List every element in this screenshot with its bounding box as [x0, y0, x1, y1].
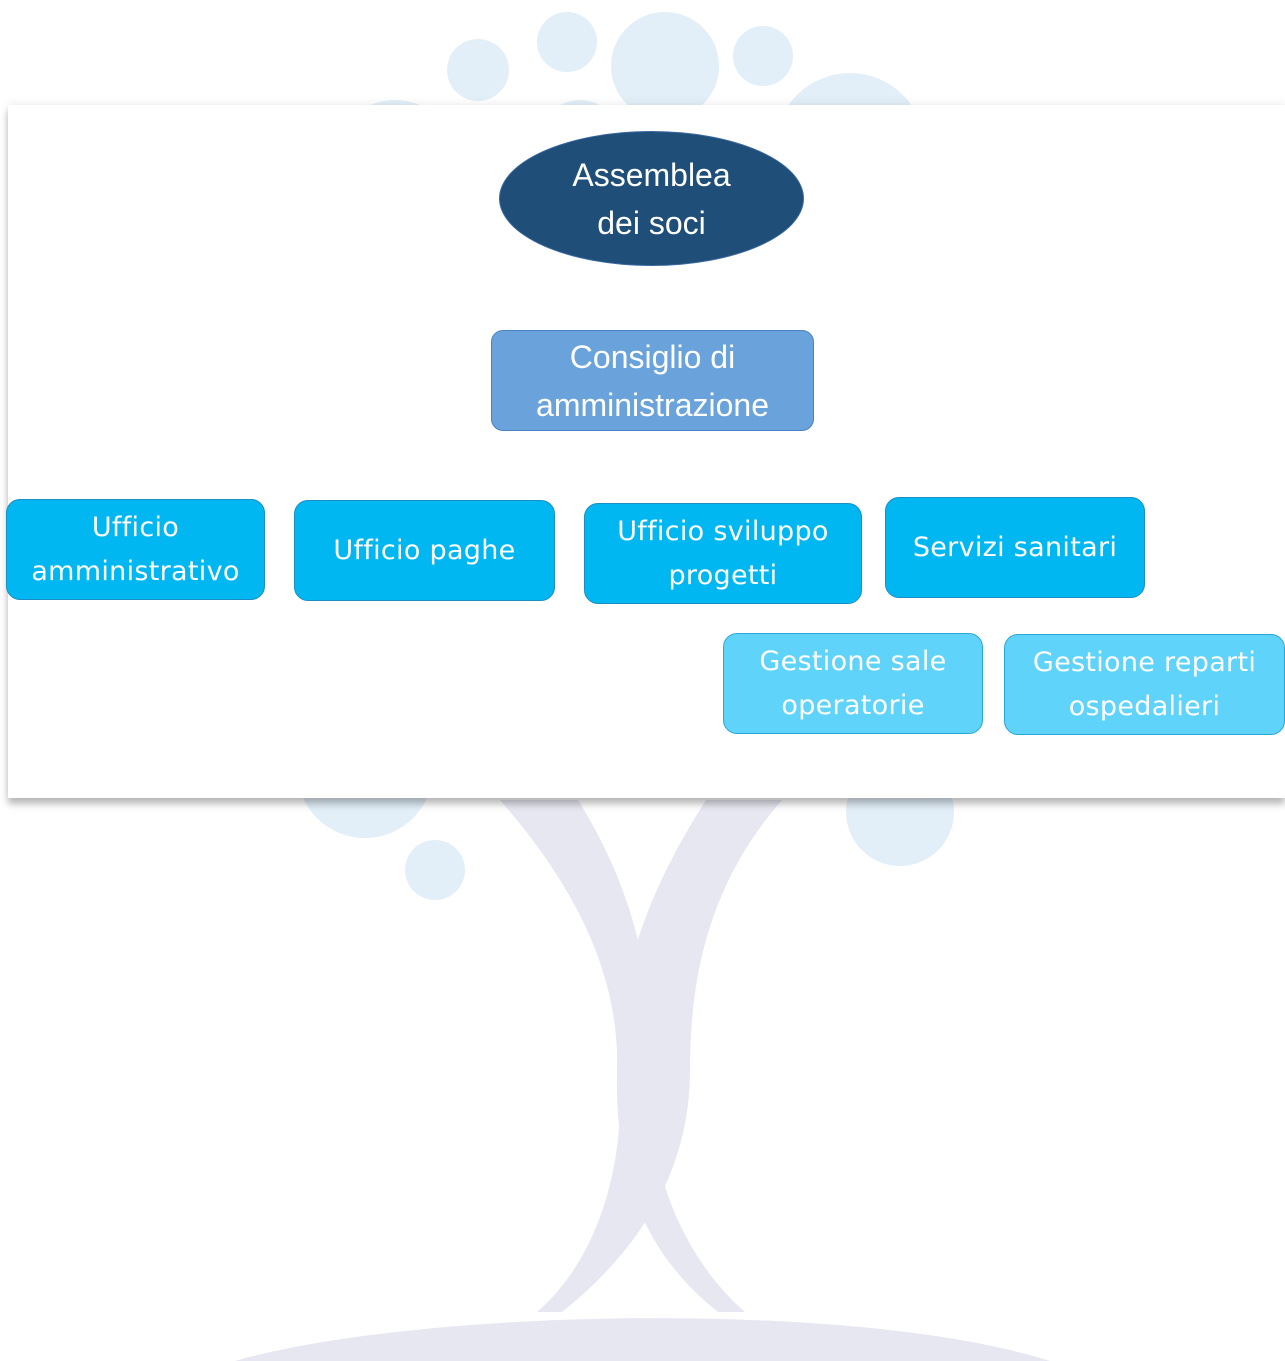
node-label: Servizi sanitari [912, 531, 1118, 563]
node-gestione-sale-operatorie: Gestione sale operatorie [723, 633, 983, 734]
node-label: Gestione reparti ospedalieri [1032, 646, 1257, 722]
node-label: Ufficio paghe [333, 534, 516, 566]
node-ufficio-paghe: Ufficio paghe [294, 500, 555, 601]
tree-trunk [235, 800, 1050, 1361]
node-ufficio-amministrativo: Ufficio amministrativo [6, 499, 265, 600]
node-gestione-reparti-ospedalieri: Gestione reparti ospedalieri [1004, 634, 1285, 735]
node-label: Consiglio di amministrazione [536, 338, 769, 423]
node-consiglio-di-amministrazione: Consiglio di amministrazione [491, 330, 814, 431]
node-label: Ufficio amministrativo [31, 511, 240, 587]
node-assemblea-dei-soci: Assemblea dei soci [499, 131, 804, 266]
node-ufficio-sviluppo-progetti: Ufficio sviluppo progetti [584, 503, 862, 604]
node-label: Gestione sale operatorie [759, 645, 947, 721]
node-servizi-sanitari: Servizi sanitari [885, 497, 1145, 598]
node-label: Ufficio sviluppo progetti [617, 515, 829, 591]
node-label: Assemblea dei soci [572, 156, 731, 241]
